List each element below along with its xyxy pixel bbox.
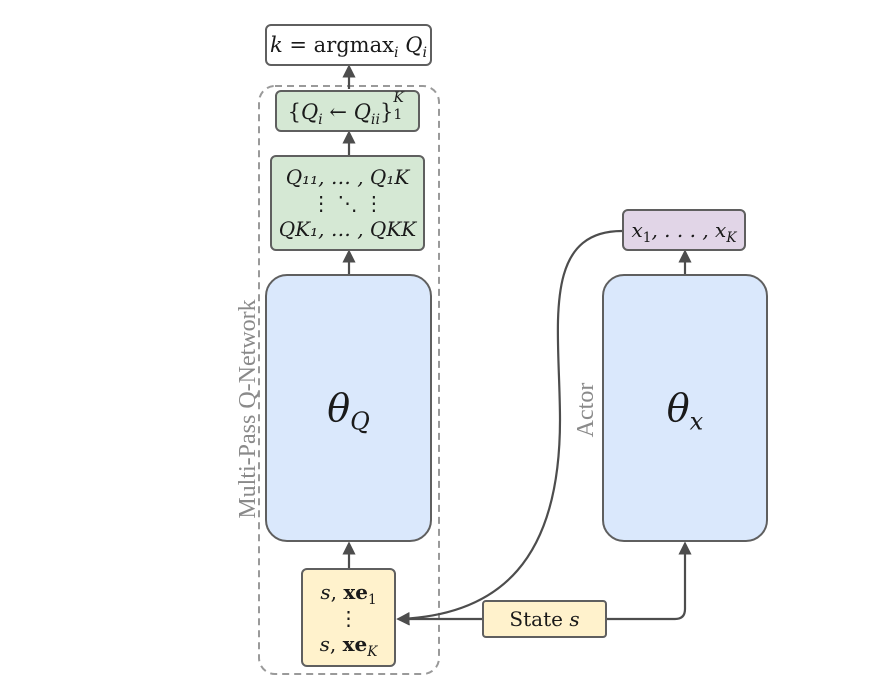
theta-x-actor: θx bbox=[602, 274, 768, 542]
q-matrix-box: Q₁₁, … , Q₁K ⋮ ⋱ ⋮ QK₁, … , QKK bbox=[270, 155, 425, 251]
theta-q-label: θQ bbox=[327, 386, 370, 436]
q-matrix-row-1: Q₁₁, … , Q₁K bbox=[285, 165, 410, 189]
arrow-state-to-actor bbox=[607, 541, 692, 621]
input-row-2: ⋮ bbox=[338, 605, 359, 630]
state-action-inputs-box: s, xe1 ⋮ s, xeK bbox=[301, 568, 396, 667]
theta-x-label: θx bbox=[666, 386, 704, 436]
q-matrix-row-3: QK₁, … , QKK bbox=[278, 217, 417, 241]
state-box: State s bbox=[482, 600, 607, 638]
q-matrix-values: Q₁₁, … , Q₁K ⋮ ⋱ ⋮ QK₁, … , QKK bbox=[279, 164, 416, 242]
actor-label: Actor bbox=[573, 382, 599, 438]
input-row-3: s, xeK bbox=[319, 631, 378, 660]
argmax-box: k = argmaxi Qi bbox=[265, 24, 432, 66]
argmax-formula: k = argmaxi Qi bbox=[270, 33, 427, 62]
multipass-q-network-label: Multi-Pass Q-Network bbox=[235, 299, 261, 519]
arrow-xlist-to-input bbox=[396, 229, 623, 626]
theta-q-network: θQ bbox=[265, 274, 432, 542]
state-label: State s bbox=[509, 607, 580, 631]
actions-output-formula: x1, . . . , xK bbox=[631, 218, 737, 246]
input-row-1: s, xe1 bbox=[320, 579, 377, 608]
actions-output-box: x1, . . . , xK bbox=[622, 209, 746, 251]
state-action-inputs: s, xe1 ⋮ s, xeK bbox=[319, 579, 378, 660]
q-matrix-row-2: ⋮ ⋱ ⋮ bbox=[311, 191, 384, 215]
